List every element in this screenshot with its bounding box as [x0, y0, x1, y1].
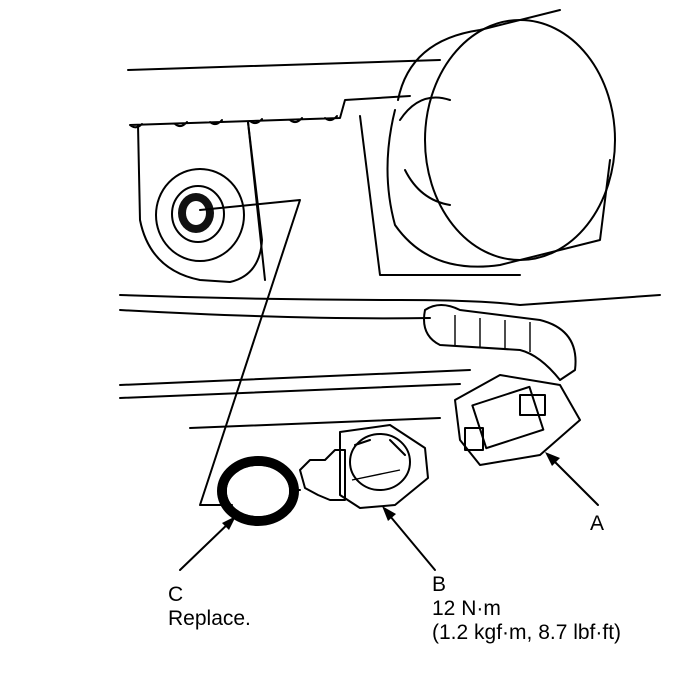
casting-rib-inner: [247, 121, 266, 281]
leader-arrow-b: [382, 506, 436, 571]
casting-notched-edge: [129, 95, 411, 129]
leader-arrow-a: [545, 452, 599, 506]
wire-harness-line: [119, 294, 661, 306]
coolant-temperature-sensor: [299, 424, 429, 509]
casting-rib: [359, 115, 521, 276]
cylinder-head-edge: [127, 59, 441, 71]
leader-arrow-c: [179, 516, 236, 571]
coolant-hose: [386, 9, 611, 268]
harness-connector: [454, 374, 581, 466]
o-ring-washer: [217, 456, 299, 526]
callout-b-label: B: [432, 573, 447, 596]
callout-b-torque-alt: (1.2 kgf·m, 8.7 lbf·ft): [432, 621, 622, 644]
callout-a-label: A: [590, 512, 605, 535]
mounting-boss: [137, 121, 263, 283]
sensor-port: [155, 168, 245, 262]
install-guide-line: [199, 199, 301, 506]
callout-c-note: Replace.: [168, 607, 251, 630]
callout-c-label: C: [168, 583, 184, 606]
connector-wire: [423, 304, 577, 381]
port-thread-outer: [171, 185, 225, 243]
callout-b-torque: 12 N·m: [432, 597, 501, 620]
